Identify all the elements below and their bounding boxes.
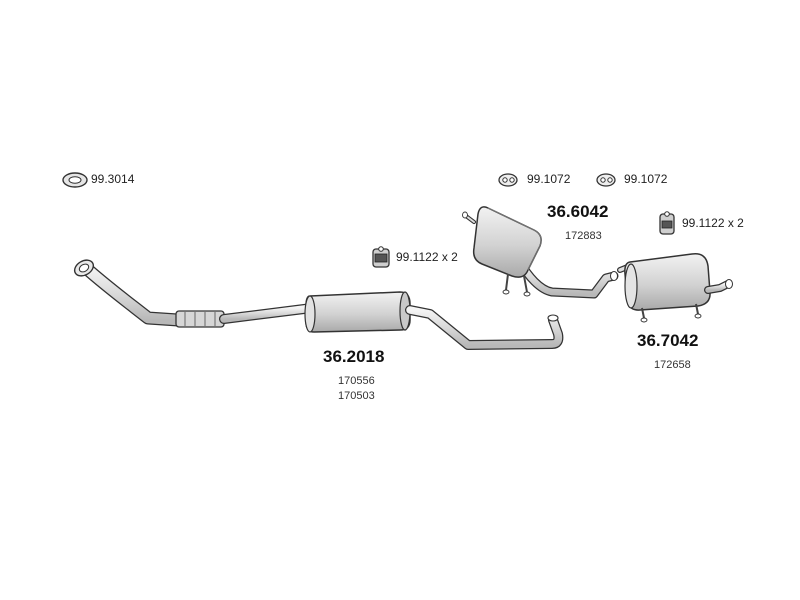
gasket-icon xyxy=(62,172,88,188)
mount-center-code: 99.1122 x 2 xyxy=(396,250,458,264)
rubber-mount-icon xyxy=(372,246,390,268)
rubber-mount-icon xyxy=(659,211,675,235)
front-pipe-section xyxy=(73,259,564,350)
rear-silencer-code: 36.7042 xyxy=(637,331,699,350)
middle-silencer xyxy=(462,206,619,299)
clamp-icon xyxy=(498,173,518,187)
rear-silencer-ref: 172658 xyxy=(654,359,691,371)
middle-silencer-code: 36.6042 xyxy=(547,202,609,221)
rear-silencer xyxy=(617,253,733,323)
middle-silencer-ref: 172883 xyxy=(565,230,602,242)
front-section-ref-1: 170556 xyxy=(338,375,375,387)
clamp-icon xyxy=(596,173,616,187)
gasket-code: 99.3014 xyxy=(91,172,135,186)
front-section-code: 36.2018 xyxy=(323,347,385,366)
front-section-ref-2: 170503 xyxy=(338,390,375,402)
clamp-left-code: 99.1072 xyxy=(527,172,571,186)
mount-right-code: 99.1122 x 2 xyxy=(682,216,744,230)
clamp-right-code: 99.1072 xyxy=(624,172,668,186)
